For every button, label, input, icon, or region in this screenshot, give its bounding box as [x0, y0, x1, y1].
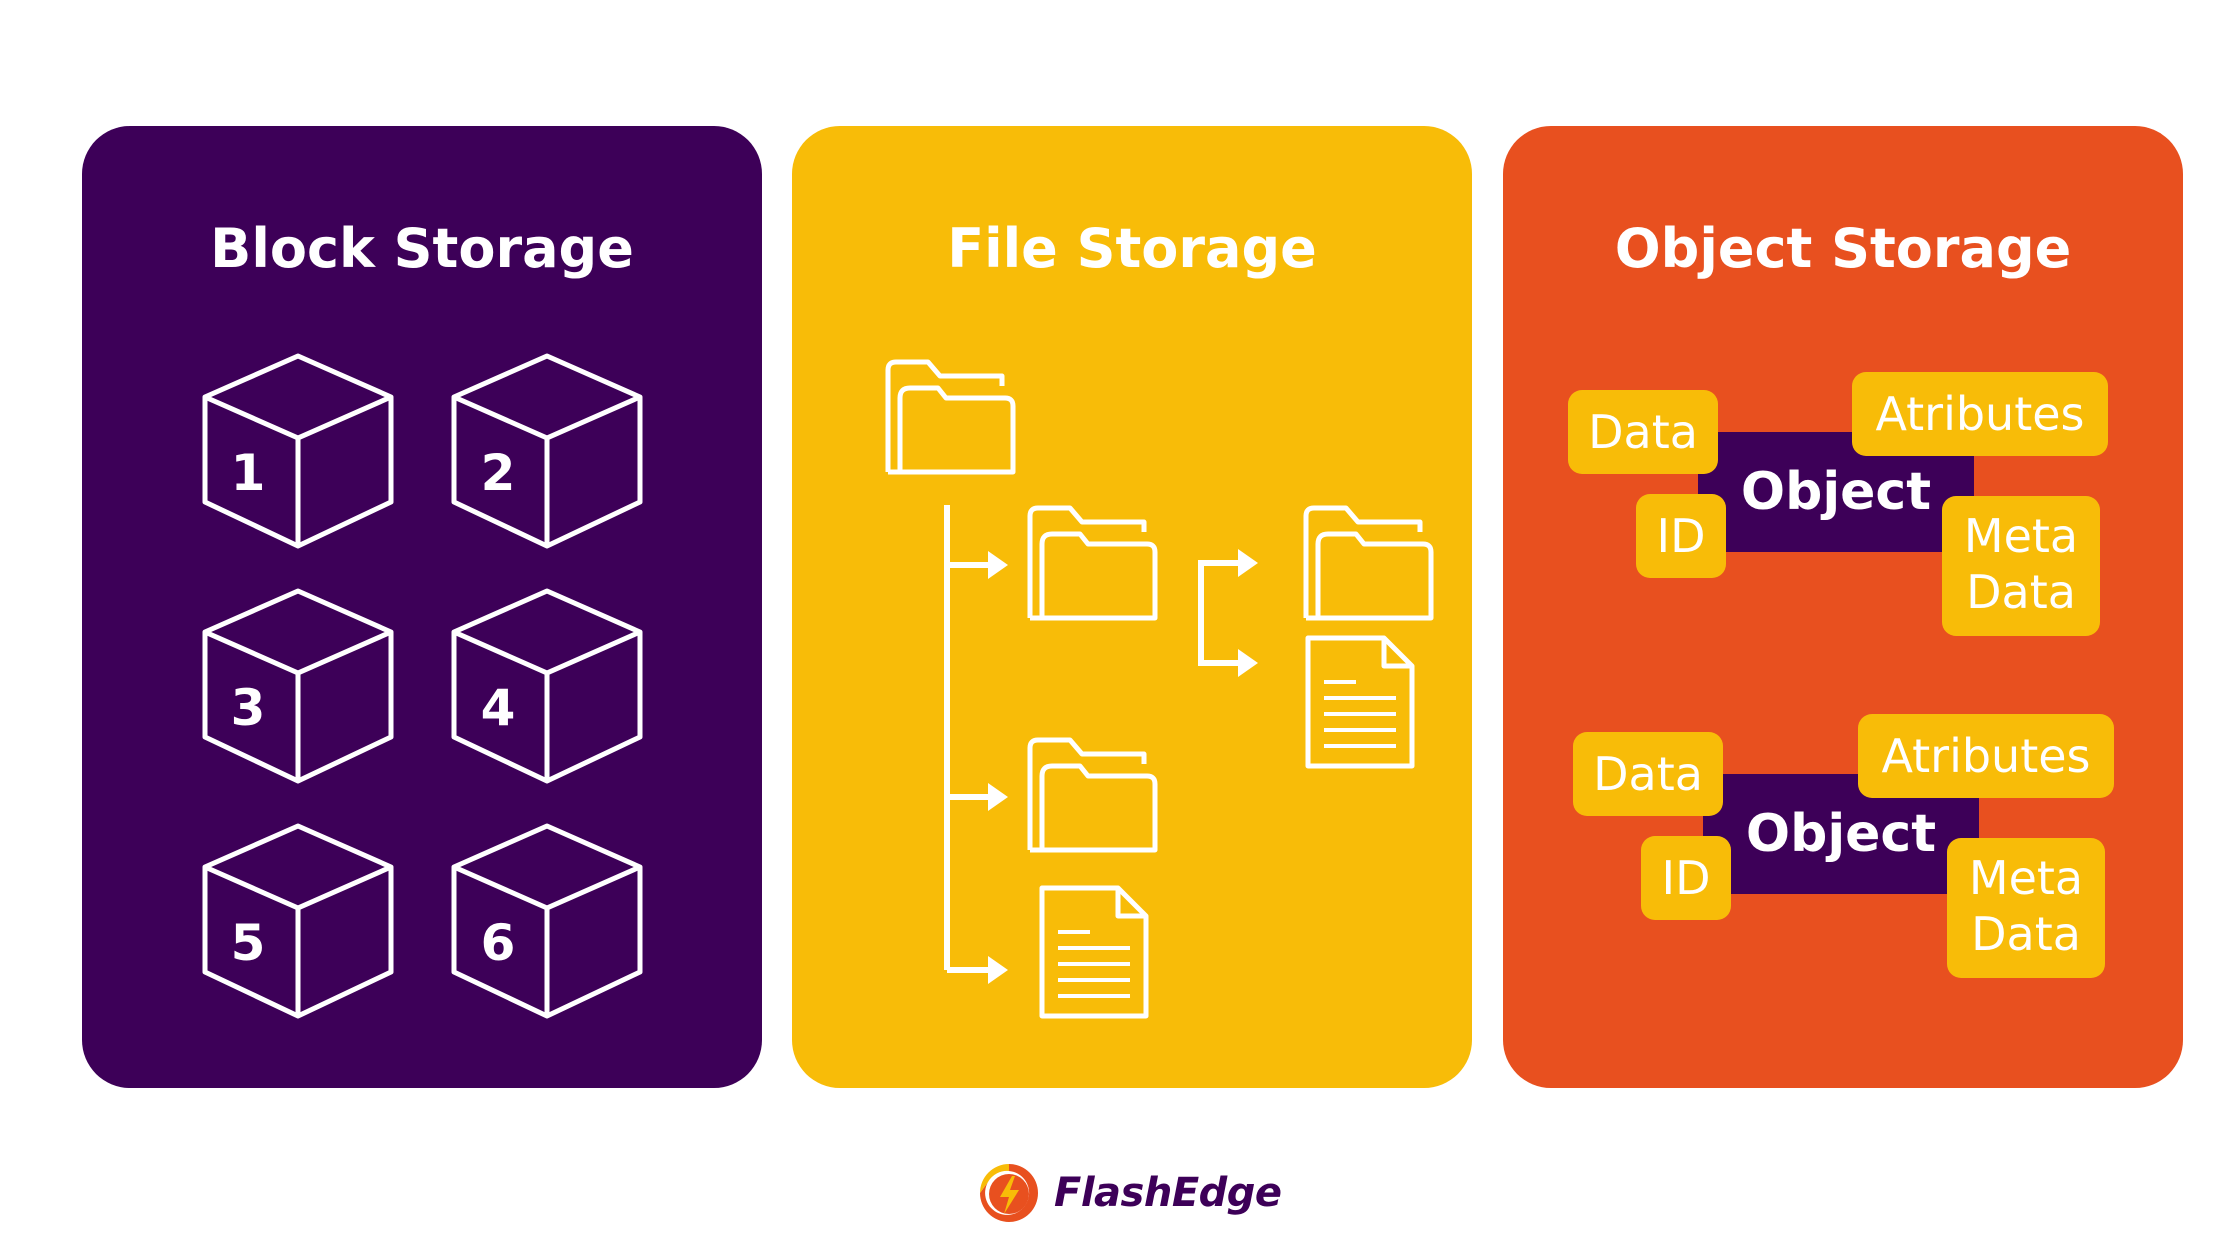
- data-pill: Data: [1568, 390, 1718, 474]
- meta-data-pill: Meta Data: [1947, 838, 2105, 978]
- meta-data-line1: Meta: [1968, 851, 2084, 905]
- meta-data-line1: Meta: [1963, 509, 2079, 563]
- tree-connector: [944, 505, 990, 973]
- cube-number-1: 1: [230, 444, 266, 502]
- object-storage-title: Object Storage: [1614, 217, 2072, 280]
- cube-number-5: 5: [230, 914, 266, 972]
- id-pill: ID: [1636, 494, 1726, 578]
- sub-tree-connector: [1198, 560, 1240, 666]
- brand-name: FlashEdge: [1054, 1170, 1282, 1216]
- file-icon-level1: [1042, 888, 1146, 1016]
- data-pill: Data: [1573, 732, 1723, 816]
- meta-data-line2: Data: [1971, 907, 2081, 961]
- block-storage-panel: [82, 126, 762, 1088]
- file-storage-panel: [792, 126, 1472, 1088]
- meta-data-pill: Meta Data: [1942, 496, 2100, 636]
- folder-icon-level2: [1306, 508, 1431, 618]
- cube-number-2: 2: [480, 444, 516, 502]
- lightning-bolt-icon: [980, 1164, 1038, 1222]
- cube-number-6: 6: [480, 914, 516, 972]
- file-icon-level2: [1308, 638, 1412, 766]
- folder-icon-level1-a: [1030, 508, 1155, 618]
- folder-icon-level1-b: [1030, 740, 1155, 850]
- meta-data-line2: Data: [1966, 565, 2076, 619]
- file-storage-title: File Storage: [947, 217, 1317, 280]
- object-label: Object: [1703, 774, 1979, 894]
- brand-logo: FlashEdge: [976, 1160, 1282, 1226]
- cube-number-3: 3: [230, 679, 266, 737]
- cube-number-4: 4: [480, 679, 516, 737]
- id-pill: ID: [1641, 836, 1731, 920]
- root-folder-icon: [888, 362, 1013, 472]
- attributes-pill: Atributes: [1858, 714, 2114, 798]
- attributes-pill: Atributes: [1852, 372, 2108, 456]
- block-storage-title: Block Storage: [210, 217, 634, 280]
